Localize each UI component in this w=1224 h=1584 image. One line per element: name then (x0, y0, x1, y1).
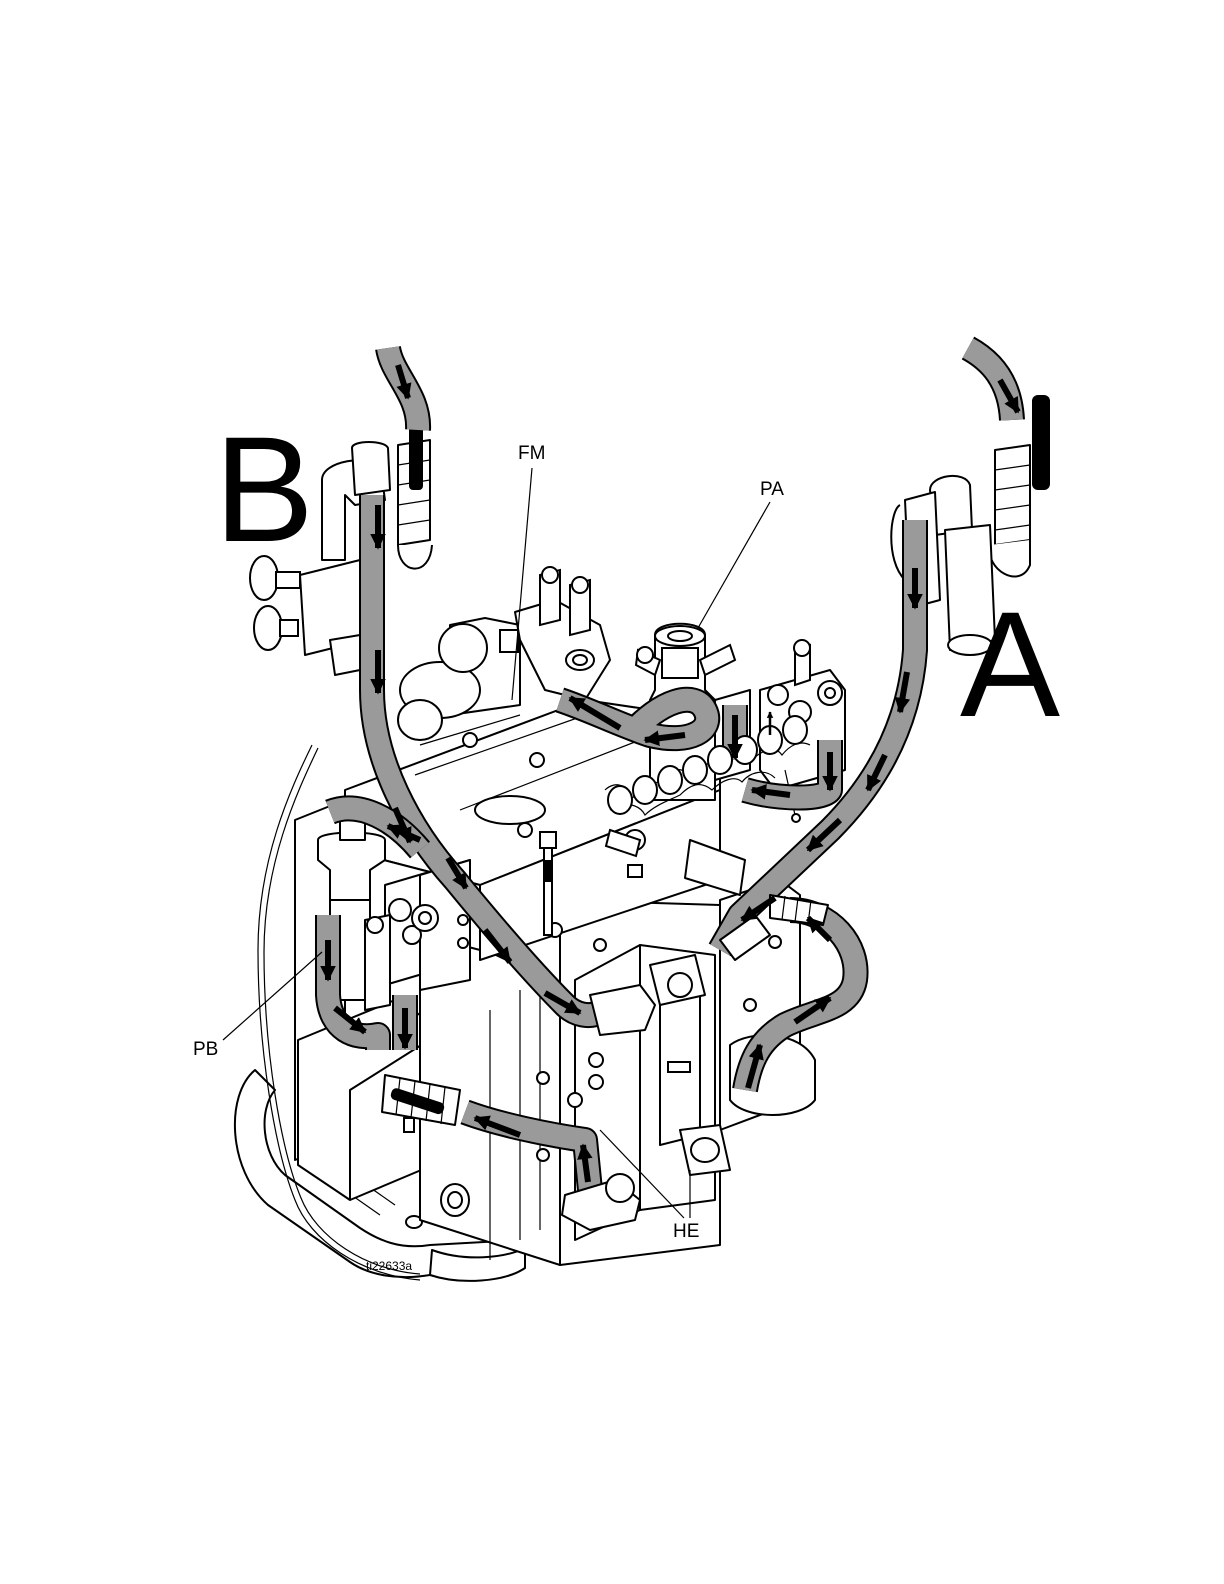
inlet-a-label: A (960, 580, 1060, 748)
callout-pb: PB (193, 1039, 218, 1060)
figure-id: ti22633a (366, 1259, 412, 1273)
inlet-b-label: B (214, 405, 314, 573)
callout-he: HE (673, 1221, 699, 1242)
callout-pa: PA (760, 479, 784, 500)
callout-fm: FM (518, 443, 545, 464)
